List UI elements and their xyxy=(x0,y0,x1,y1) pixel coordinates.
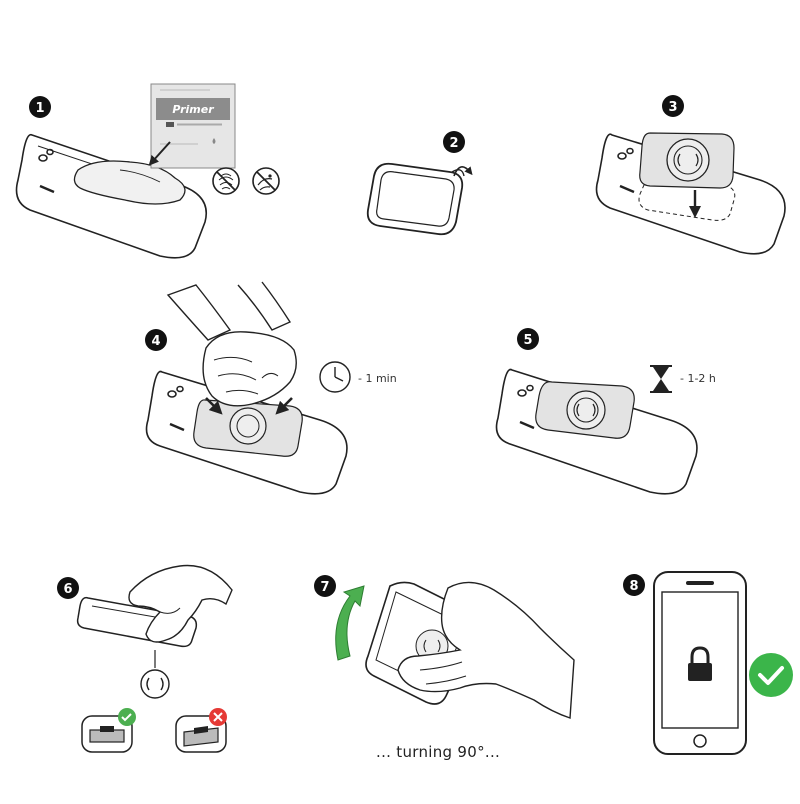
check-circle-icon xyxy=(749,653,793,697)
step-5-duration: - 1-2 h xyxy=(680,372,716,385)
cleaning-cloth xyxy=(73,160,186,205)
step-4-duration: - 1 min xyxy=(358,372,397,385)
step-2-badge: 2 xyxy=(443,131,465,153)
step-1-badge: 1 xyxy=(29,96,51,118)
correct-seating-illustration xyxy=(81,708,136,753)
mount-pad-pressed xyxy=(193,399,303,457)
step-3-number: 3 xyxy=(668,100,677,115)
step-1: 1 Primer xyxy=(15,83,280,259)
step-2: 2 xyxy=(366,131,473,236)
grease-prohibited-icon xyxy=(252,167,280,195)
step-3: 3 xyxy=(595,95,786,255)
step-4: 4 - 1 min xyxy=(145,281,397,495)
step-7-number: 7 xyxy=(320,580,329,595)
primer-packet-label: Primer xyxy=(172,103,214,116)
step-5-number: 5 xyxy=(523,333,532,348)
step-6-hand-illustration xyxy=(128,564,233,643)
step-4-number: 4 xyxy=(151,334,160,349)
step-3-badge: 3 xyxy=(662,95,684,117)
step-6-badge: 6 xyxy=(57,577,79,599)
mount-ring-icon xyxy=(140,669,170,699)
step-7-badge: 7 xyxy=(314,575,336,597)
step-4-badge: 4 xyxy=(145,329,167,351)
primer-packet: Primer xyxy=(150,83,236,169)
step-8: 8 xyxy=(623,571,793,755)
step-6: 6 xyxy=(57,564,233,753)
lock-icon xyxy=(688,646,712,681)
step-5-badge: 5 xyxy=(517,328,539,350)
step-8-badge: 8 xyxy=(623,574,645,596)
step-2-number: 2 xyxy=(449,136,458,151)
step-7: 7 ... turning 90°... xyxy=(314,575,575,761)
step-8-phone-front xyxy=(653,571,747,755)
step-8-number: 8 xyxy=(629,579,638,594)
pressing-hand-illustration xyxy=(166,281,297,407)
rotate-arrow-icon xyxy=(335,585,365,661)
mount-pad-attached xyxy=(535,381,635,439)
step-6-number: 6 xyxy=(63,582,72,597)
step-7-caption: ... turning 90°... xyxy=(376,743,500,761)
adhesive-liner-illustration xyxy=(366,162,465,236)
step-7-hand-illustration xyxy=(397,581,575,719)
step-1-number: 1 xyxy=(35,101,44,116)
mount-pad-illustration xyxy=(639,132,735,189)
clock-icon xyxy=(319,361,351,393)
hourglass-icon xyxy=(650,365,672,393)
peel-arrow-icon xyxy=(453,166,473,177)
incorrect-seating-illustration xyxy=(175,708,227,753)
fingerprint-prohibited-icon xyxy=(212,167,240,195)
step-5: 5 - 1-2 h xyxy=(495,328,716,495)
